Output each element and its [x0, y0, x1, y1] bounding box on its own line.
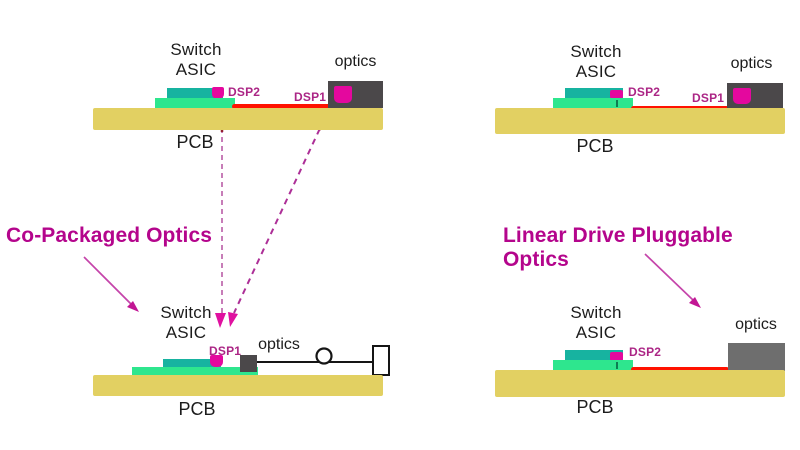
switch-asic-label: Switch ASIC	[556, 42, 636, 82]
dsp2-chip	[610, 90, 623, 101]
co-packaged-annotation-arrowhead	[127, 301, 139, 312]
switch-asic-label: Switch ASIC	[156, 40, 236, 80]
switch-asic-line1: Switch	[170, 40, 222, 59]
optics-label: optics	[334, 53, 377, 70]
pluggable-optics-module	[728, 343, 785, 371]
co-packaged-annotation-arrow	[83, 256, 132, 305]
switch-asic-line1: Switch	[570, 303, 622, 322]
pcb-board	[495, 108, 785, 134]
electrical-trace	[631, 367, 729, 372]
optics-label: optics	[730, 55, 773, 72]
dashed-arrowhead-right	[228, 312, 238, 327]
switch-asic-label: Switch ASIC	[556, 303, 636, 343]
pcb-board	[93, 108, 383, 130]
pcb-board	[93, 375, 383, 396]
pcb-label: PCB	[178, 399, 216, 419]
linear-drive-annotation-arrowhead	[689, 297, 701, 308]
switch-asic-line2: ASIC	[165, 323, 207, 342]
dsp1-label: DSP1	[692, 91, 725, 105]
switch-asic-line2: ASIC	[575, 62, 617, 81]
dsp1-chip	[210, 355, 223, 367]
substrate-notch	[616, 100, 618, 107]
asic-substrate	[553, 98, 633, 108]
dsp1-label: DSP1	[294, 90, 327, 104]
asic-die	[565, 350, 623, 361]
dashed-leader-optics-to-dsp1	[233, 108, 330, 314]
linear-drive-pluggable-optics-title: Linear Drive Pluggable Optics	[503, 224, 733, 271]
switch-asic-line2: ASIC	[175, 60, 217, 79]
pcb-board	[495, 370, 785, 397]
dsp1-label: DSP1	[209, 344, 242, 358]
asic-die	[167, 88, 223, 99]
asic-die	[565, 88, 623, 99]
dsp2-label: DSP2	[628, 85, 661, 99]
fiber-connector	[372, 345, 390, 376]
switch-asic-line1: Switch	[570, 42, 622, 61]
switch-asic-line1: Switch	[160, 303, 212, 322]
asic-substrate	[132, 367, 258, 377]
dsp2-chip	[212, 87, 224, 99]
asic-substrate	[155, 98, 235, 108]
asic-die	[163, 359, 221, 369]
asic-substrate	[553, 360, 633, 370]
optics-label: optics	[258, 336, 300, 353]
pcb-label: PCB	[576, 136, 614, 156]
dsp1-chip	[334, 86, 352, 103]
switch-asic-line2: ASIC	[575, 323, 617, 342]
pcb-label: PCB	[176, 132, 214, 152]
electrical-trace	[232, 104, 332, 109]
pcb-label: PCB	[576, 397, 614, 417]
switch-asic-label: Switch ASIC	[144, 303, 228, 343]
fiber-loop-icon	[315, 347, 333, 365]
co-packaged-optics-title: Co-Packaged Optics	[6, 224, 213, 247]
optics-label: optics	[735, 316, 777, 333]
dsp2-label: DSP2	[228, 85, 261, 99]
substrate-notch	[616, 362, 618, 369]
dsp1-chip	[733, 88, 751, 104]
dsp2-label: DSP2	[629, 345, 662, 359]
co-packaged-optics-module	[240, 355, 257, 372]
